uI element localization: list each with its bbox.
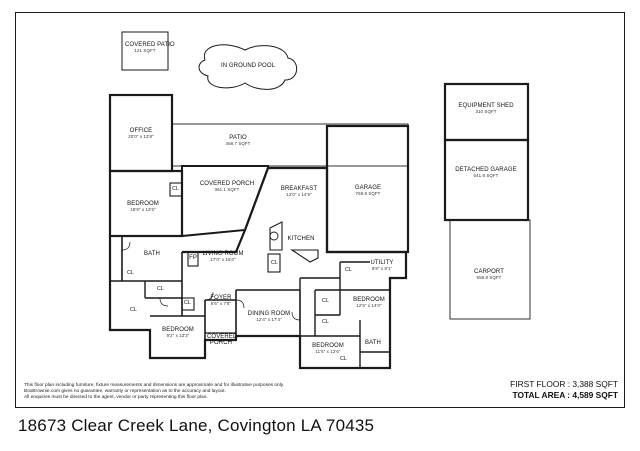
room-size: 9'2" x 13'3" [166, 333, 190, 339]
room-size: 12'4" x 17'4" [256, 317, 282, 323]
room-size: 458.7 SQFT [225, 141, 251, 147]
room-size: 361.1 SQFT [214, 187, 240, 193]
covered-porch-label: COVERED PORCH 361.1 SQFT [196, 181, 258, 194]
property-address: 18673 Clear Creek Lane, Covington LA 704… [18, 416, 375, 435]
closet-label: CL [322, 298, 329, 304]
covered-patio-outline [121, 31, 169, 71]
bath-left-label: BATH [137, 251, 167, 257]
closet-label: CL [130, 307, 137, 313]
room-name: BEDROOM [162, 327, 194, 333]
room-name: DINING ROOM [247, 311, 291, 317]
room-name: BEDROOM [127, 201, 159, 207]
equipment-shed-label: EQUIPMENT SHED 310 SQFT [450, 103, 522, 116]
room-name: EQUIPMENT SHED [458, 103, 514, 109]
office-label: OFFICE 20'0" x 13'8" [118, 128, 164, 141]
room-size: 310 SQFT [475, 109, 497, 115]
room-size: 8'8" x 8'1" [371, 266, 393, 272]
room-size: 541.9 SQFT [473, 173, 499, 179]
room-name: IN GROUND POOL [220, 63, 276, 69]
patio-label: PATIO 458.7 SQFT [215, 135, 261, 148]
room-size: 20'0" x 13'8" [128, 134, 154, 140]
closet-label: CL [172, 186, 179, 192]
room-name: UTILITY [370, 260, 394, 266]
room-name: COVERED PATIO [125, 42, 175, 48]
room-name: GARAGE [354, 185, 382, 191]
bath-right-label: BATH [362, 340, 384, 346]
room-name: FOYER [210, 295, 232, 301]
room-name: FP [189, 255, 197, 261]
room-size: 11'5" x 12'6" [315, 349, 341, 355]
disclaimer: This floor plan including furniture, fix… [24, 383, 284, 401]
room-name: BATH [365, 340, 381, 346]
covered-porch-front-label: COVERED PORCH [207, 334, 238, 347]
room-name: PATIO [229, 135, 247, 141]
bedroom-right-top-label: BEDROOM 12'5" x 14'0" [348, 297, 390, 310]
bedroom-left-label: BEDROOM 18'9" x 13'6" [120, 201, 166, 214]
closet-label: CL [322, 319, 329, 325]
room-name: COVERED PORCH [207, 334, 238, 347]
carport-label: CARPORT 558.8 SQFT [458, 269, 520, 282]
room-name: LIVING ROOM [202, 251, 244, 257]
pool-label: IN GROUND POOL [218, 63, 278, 69]
room-name: COVERED PORCH [199, 181, 255, 187]
room-name: BATH [144, 251, 160, 257]
room-size: 558.8 SQFT [476, 275, 502, 281]
carport-outline [449, 219, 531, 320]
bedroom-bottom-left-label: BEDROOM 9'2" x 13'3" [156, 327, 200, 340]
room-size: 768.8 SQFT [355, 191, 381, 197]
detached-garage-outline [443, 138, 530, 222]
dining-room-label: DINING ROOM 12'4" x 17'4" [246, 311, 292, 324]
floor-plan-frame [15, 12, 625, 408]
main-house-outline [108, 166, 408, 370]
garage-outline [325, 124, 410, 254]
breakfast-label: BREAKFAST 12'0" x 14'9" [278, 186, 320, 199]
disclaimer-line: All enquiries must be directed to the ag… [24, 395, 208, 400]
room-size: 121 SQFT [134, 48, 156, 54]
bedroom-right-bottom-label: BEDROOM 11'5" x 12'6" [308, 343, 348, 356]
patio-outline [171, 123, 409, 167]
closet-label: CL [157, 286, 164, 292]
closet-label: CL [345, 267, 352, 273]
disclaimer-line: This floor plan including furniture, fix… [24, 383, 285, 388]
living-room-label: LIVING ROOM 17'0" x 16'0" [200, 251, 246, 264]
room-name: BREAKFAST [280, 186, 318, 192]
closet-label: CL [127, 270, 134, 276]
covered-patio-top-label: COVERED PATIO 121 SQFT [125, 42, 175, 55]
room-size: 12'0" x 14'9" [286, 192, 312, 198]
room-name: KITCHEN [287, 236, 315, 242]
foyer-label: FOYER 6'6" x 7'8" [204, 295, 238, 308]
kitchen-label: KITCHEN [284, 236, 318, 242]
disclaimer-line: BoxBrownie.com gives no guarantee, warra… [24, 389, 226, 394]
room-name: DETACHED GARAGE [455, 167, 517, 173]
room-size: 17'0" x 16'0" [210, 257, 236, 263]
room-name: BEDROOM [353, 297, 385, 303]
closet-label: CL [271, 260, 278, 266]
covered-porch-outline [181, 165, 269, 238]
room-name: CARPORT [474, 269, 504, 275]
closet-label: CL [184, 300, 191, 306]
area-totals: FIRST FLOOR : 3,388 SQFT TOTAL AREA : 4,… [510, 379, 618, 401]
closet-label: CL [340, 356, 347, 362]
room-size: 12'5" x 14'0" [356, 303, 382, 309]
first-floor-area: FIRST FLOOR : 3,388 SQFT [510, 379, 618, 389]
room-size: 18'9" x 13'6" [130, 207, 156, 213]
fireplace-label: FP [186, 255, 200, 261]
room-size: 6'6" x 7'8" [210, 301, 232, 307]
detached-garage-label: DETACHED GARAGE 541.9 SQFT [450, 167, 522, 180]
room-name: BEDROOM [312, 343, 344, 349]
garage-label: GARAGE 768.8 SQFT [345, 185, 391, 198]
total-area: TOTAL AREA : 4,589 SQFT [512, 390, 618, 400]
pool-outline [198, 44, 298, 90]
room-name: OFFICE [129, 128, 153, 134]
utility-label: UTILITY 8'8" x 8'1" [365, 260, 399, 273]
